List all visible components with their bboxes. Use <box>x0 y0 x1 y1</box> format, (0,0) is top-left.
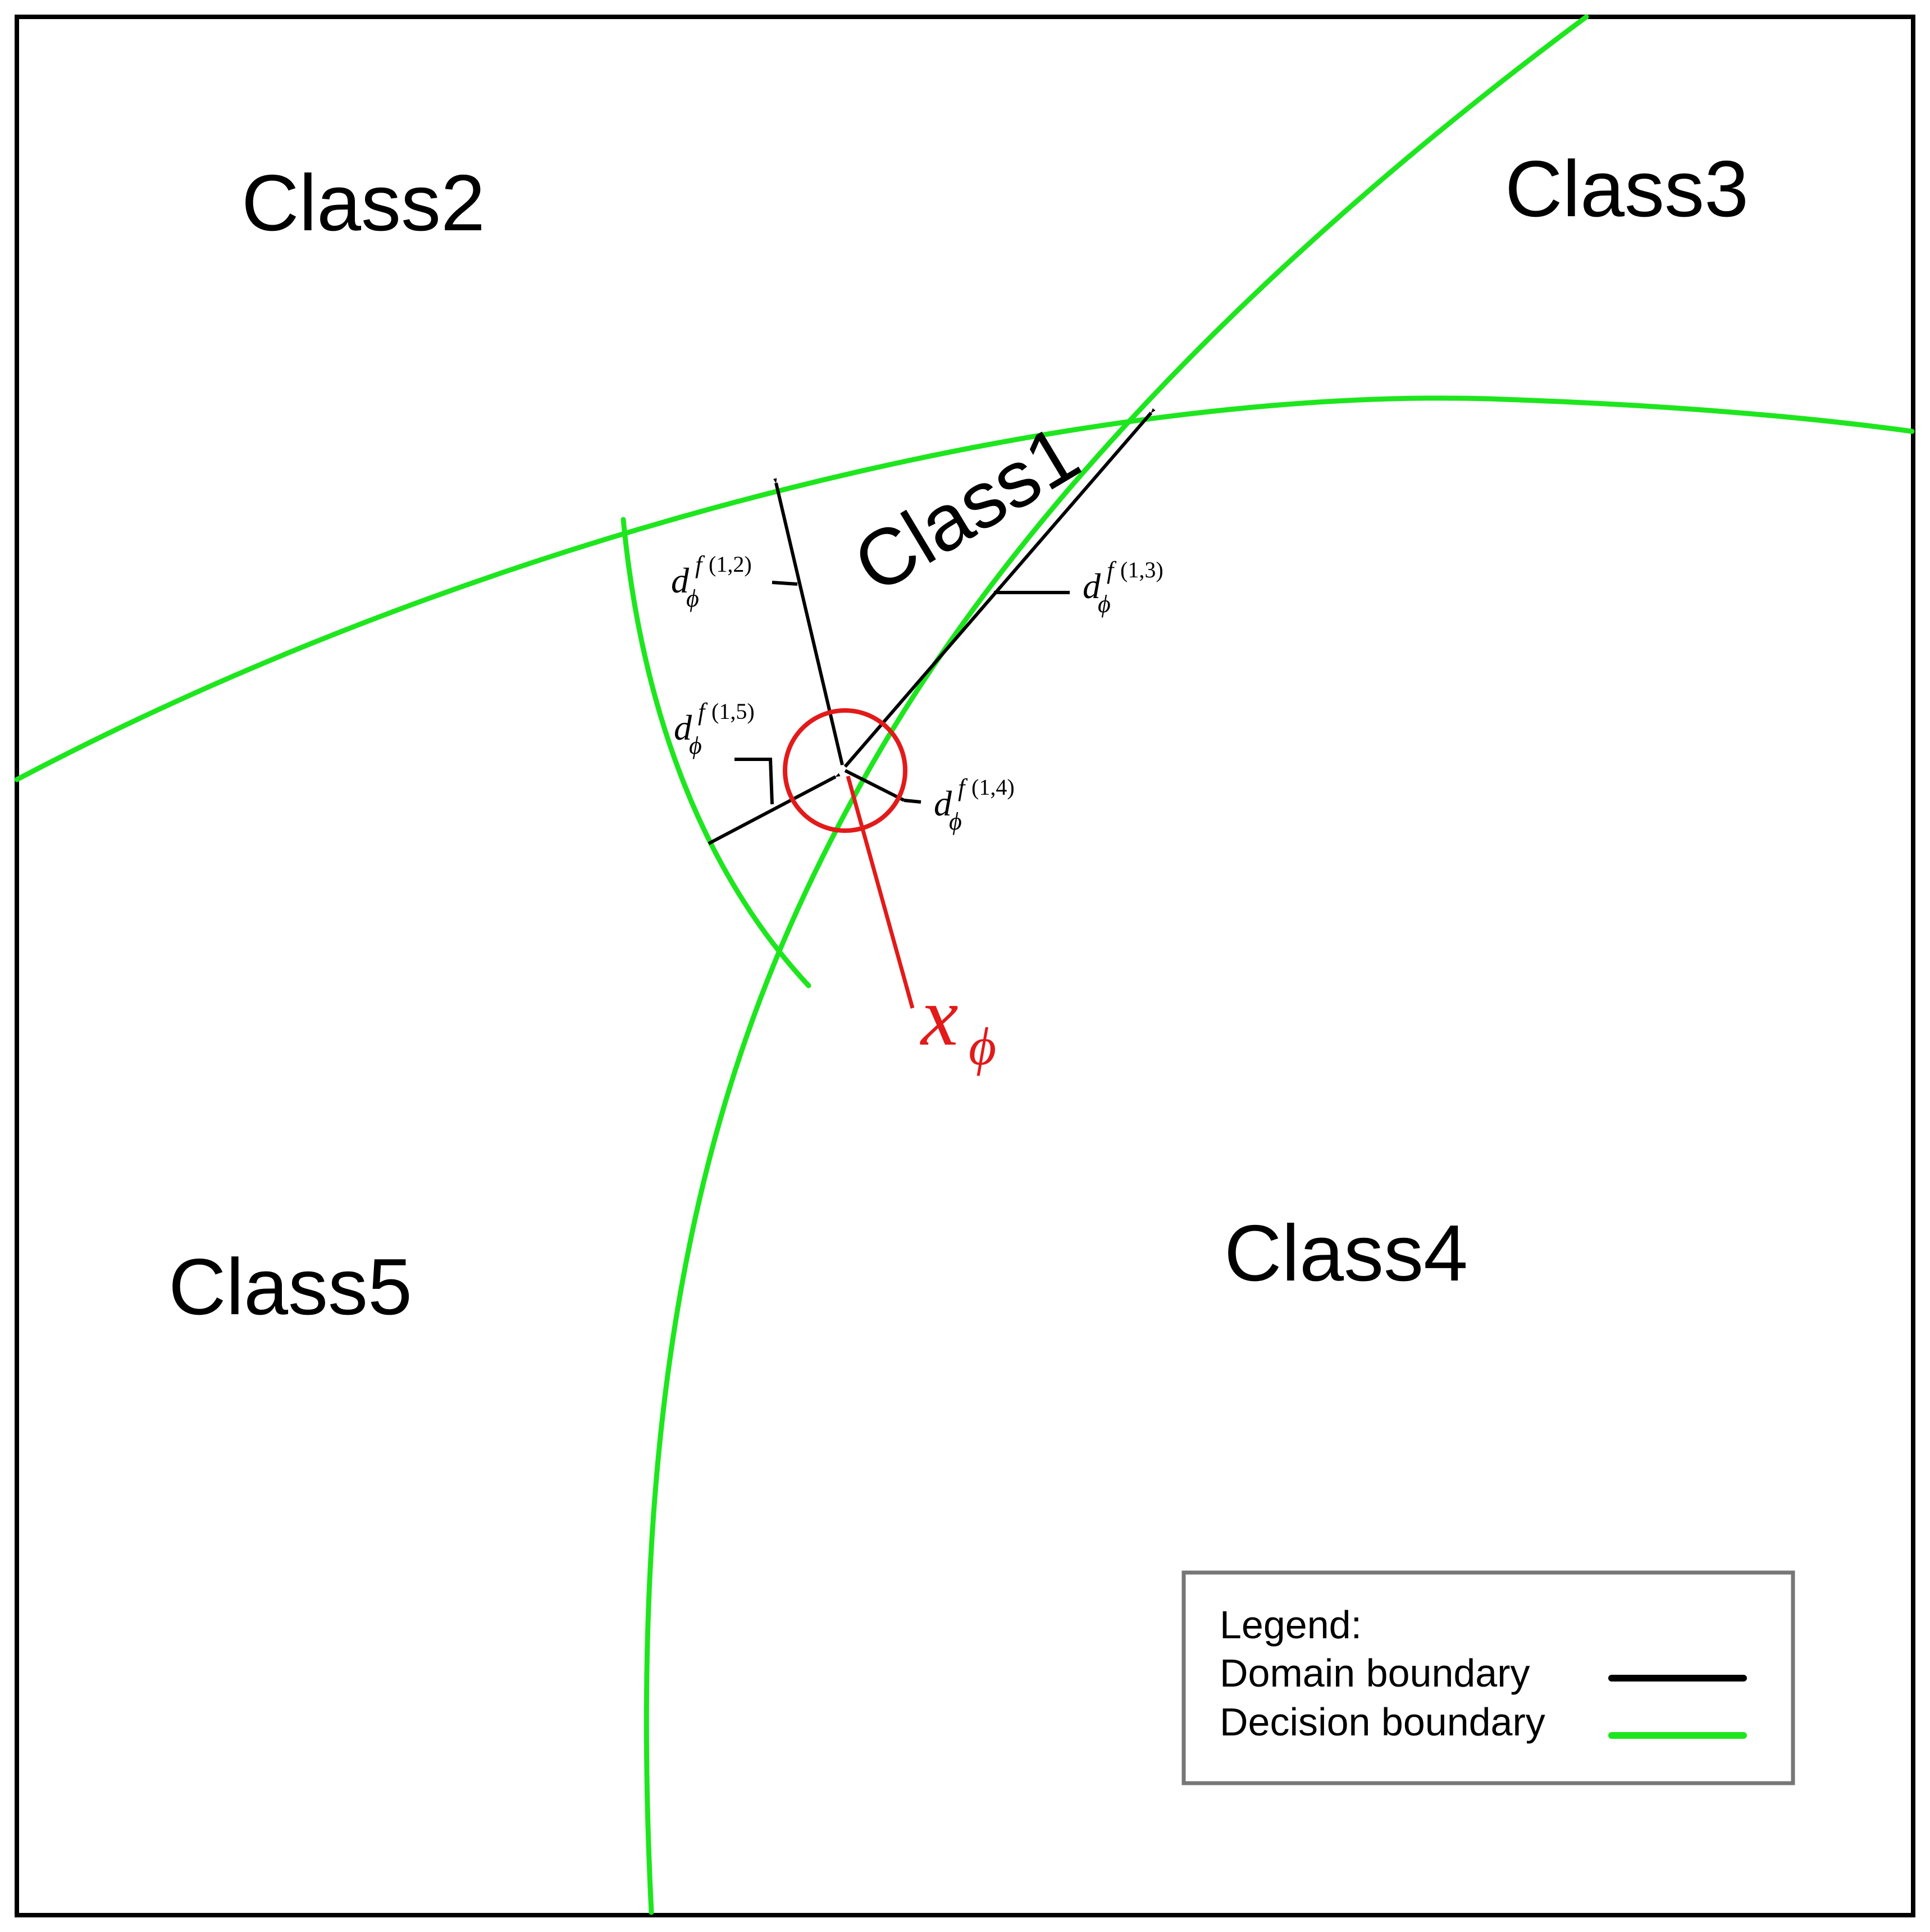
distance-arrow-1-3 <box>843 408 1156 768</box>
svg-text:d: d <box>1083 566 1101 606</box>
label-d-1-2: d ϕ f (1,2) <box>671 551 752 612</box>
svg-text:ϕ: ϕ <box>969 1017 996 1076</box>
svg-text:f: f <box>1107 557 1117 584</box>
legend-label-domain: Domain boundary <box>1220 1651 1530 1695</box>
label-d-1-5: d ϕ f (1,5) <box>674 698 755 759</box>
svg-text:f: f <box>695 551 705 578</box>
legend: Legend: Domain boundary Decision boundar… <box>1181 1570 1795 1785</box>
decision-boundary-class5 <box>620 517 811 988</box>
svg-text:d: d <box>674 708 692 748</box>
x-phi-circle <box>783 708 907 833</box>
leader-1-4 <box>904 799 921 804</box>
svg-text:(1,3): (1,3) <box>1120 557 1164 582</box>
x-phi-label: x ϕ <box>920 970 996 1076</box>
svg-text:d: d <box>934 783 952 823</box>
leader-1-2 <box>772 581 798 586</box>
label-d-1-4: d ϕ f (1,4) <box>934 774 1015 835</box>
class1-label: Class1 <box>839 408 1094 610</box>
legend-label-decision: Decision boundary <box>1220 1700 1545 1744</box>
svg-text:f: f <box>698 698 708 726</box>
domain-boundary <box>15 15 1915 1917</box>
svg-text:(1,5): (1,5) <box>711 699 755 724</box>
svg-text:x: x <box>920 970 959 1063</box>
svg-text:ϕ: ϕ <box>949 808 962 835</box>
svg-text:ϕ: ϕ <box>1098 590 1111 618</box>
x-phi-pointer-arrow <box>846 776 915 1009</box>
label-d-1-3: d ϕ f (1,3) <box>1083 557 1164 618</box>
distance-tick-1-4 <box>844 769 905 802</box>
distance-arrow-1-2 <box>773 478 844 765</box>
svg-text:f: f <box>958 774 968 801</box>
legend-title: Legend: <box>1220 1603 1362 1647</box>
svg-text:(1,2): (1,2) <box>709 552 752 577</box>
distance-arrow-1-5 <box>708 773 841 845</box>
class2-label: Class2 <box>241 158 485 248</box>
decision-boundary-class2 <box>14 395 1915 782</box>
class3-label: Class3 <box>1505 144 1749 234</box>
svg-text:(1,4): (1,4) <box>971 774 1015 800</box>
svg-text:d: d <box>671 561 690 600</box>
class5-label: Class5 <box>168 1242 412 1332</box>
class4-label: Class4 <box>1224 1209 1468 1298</box>
svg-text:ϕ: ϕ <box>689 732 702 759</box>
leader-1-5 <box>734 758 774 805</box>
svg-text:ϕ: ϕ <box>686 585 699 612</box>
